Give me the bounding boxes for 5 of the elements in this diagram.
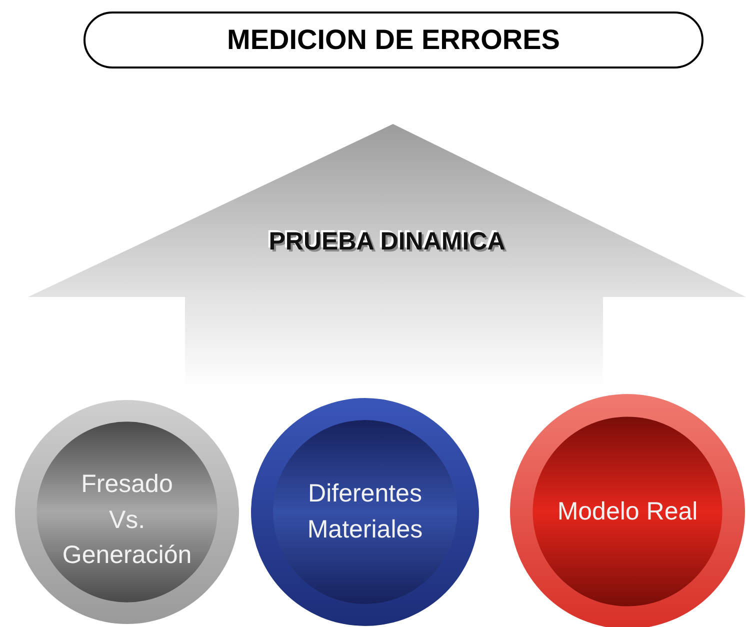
circle-label: Fresado Vs. Generación — [62, 468, 192, 571]
title-text: MEDICION DE ERRORES — [227, 24, 560, 56]
circle-label: Diferentes Materiales — [307, 478, 423, 545]
circle-label: Modelo Real — [557, 496, 698, 527]
arrow-heading: PRUEBA DINAMICA — [268, 228, 506, 256]
